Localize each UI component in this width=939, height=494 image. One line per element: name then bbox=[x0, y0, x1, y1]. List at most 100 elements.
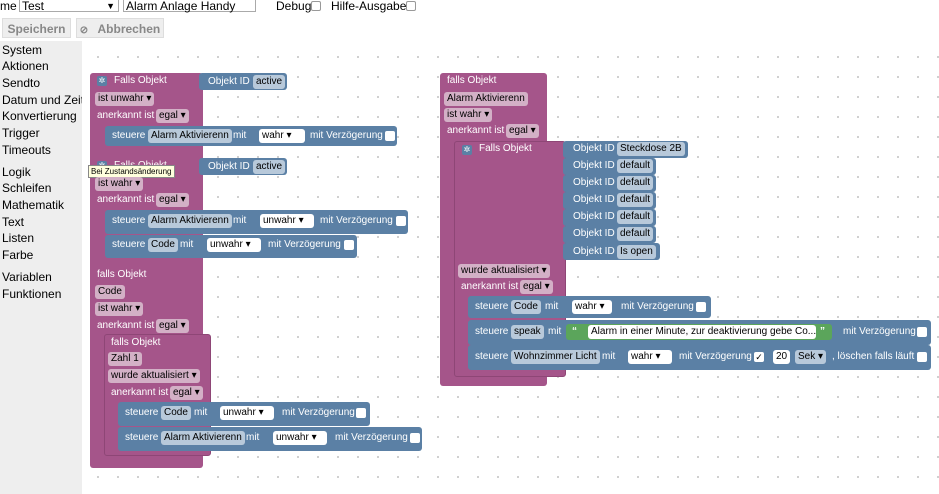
objekt-field[interactable]: Code bbox=[95, 285, 125, 299]
state-field[interactable]: Code bbox=[161, 406, 191, 420]
anerkannt-label: anerkannt ist bbox=[97, 110, 155, 121]
category-text[interactable]: Text bbox=[2, 215, 25, 229]
ack-value: egal bbox=[159, 194, 178, 205]
ack-dropdown[interactable]: egal ▾ bbox=[156, 319, 189, 333]
delay-checkbox[interactable] bbox=[917, 327, 927, 337]
delay-checkbox[interactable] bbox=[696, 302, 706, 312]
objekt-field[interactable]: Alarm Aktivierenn bbox=[444, 92, 528, 106]
state-field[interactable]: Wohnzimmer Licht bbox=[511, 350, 600, 364]
category-sendto[interactable]: Sendto bbox=[2, 76, 41, 90]
ack-dropdown[interactable]: egal ▾ bbox=[520, 280, 553, 294]
mit-label: mit bbox=[602, 351, 616, 362]
mit-label: mit bbox=[194, 407, 208, 418]
objekt-id-value[interactable]: Is open bbox=[617, 245, 656, 259]
save-button[interactable]: Speichern bbox=[2, 18, 71, 38]
steuere-label: steuere bbox=[475, 351, 509, 362]
chevron-down-icon: ▼ bbox=[106, 1, 115, 11]
value-dropdown[interactable]: wahr ▾ bbox=[572, 300, 612, 314]
ack-dropdown[interactable]: egal ▾ bbox=[170, 386, 203, 400]
script-group-select[interactable]: Test ▼ bbox=[19, 0, 119, 13]
mit-label: mit bbox=[246, 432, 260, 443]
help-output-checkbox[interactable] bbox=[406, 1, 416, 11]
gear-icon[interactable]: ✲ bbox=[97, 76, 107, 86]
clear-running-checkbox[interactable] bbox=[917, 352, 927, 362]
delay-checkbox[interactable] bbox=[410, 433, 420, 443]
value-dropdown[interactable]: unwahr ▾ bbox=[260, 214, 314, 228]
category-logik[interactable]: Logik bbox=[2, 165, 31, 179]
ack-value: egal bbox=[159, 110, 178, 121]
value-text: unwahr bbox=[263, 215, 296, 226]
delay-checkbox[interactable] bbox=[385, 131, 395, 141]
ack-dropdown[interactable]: egal ▾ bbox=[506, 124, 539, 138]
ack-dropdown[interactable]: egal ▾ bbox=[156, 109, 189, 123]
value-dropdown[interactable]: unwahr ▾ bbox=[220, 406, 274, 420]
objekt-id-value[interactable]: default bbox=[617, 159, 654, 173]
delay-value-field[interactable]: 20 bbox=[773, 350, 791, 364]
value-dropdown[interactable]: unwahr ▾ bbox=[273, 431, 327, 445]
value-dropdown[interactable]: unwahr ▾ bbox=[207, 238, 261, 252]
trigger-dropdown[interactable]: wurde aktualisiert ▾ bbox=[108, 369, 200, 383]
objekt-id-value[interactable]: default bbox=[617, 210, 654, 224]
category-funktionen[interactable]: Funktionen bbox=[2, 287, 62, 301]
objekt-id-label: Objekt ID bbox=[573, 143, 615, 154]
category-variablen[interactable]: Variablen bbox=[2, 270, 52, 284]
cancel-icon: ⊘ bbox=[79, 25, 89, 36]
objekt-id-label: Objekt ID bbox=[573, 177, 615, 188]
category-schleifen[interactable]: Schleifen bbox=[2, 181, 52, 195]
value-dropdown[interactable]: wahr ▾ bbox=[628, 350, 672, 364]
state-field[interactable]: Code bbox=[511, 300, 541, 314]
category-farbe[interactable]: Farbe bbox=[2, 248, 34, 262]
script-name-input[interactable]: Alarm Anlage Handy bbox=[123, 0, 256, 13]
ack-dropdown[interactable]: egal ▾ bbox=[156, 193, 189, 207]
category-aktionen[interactable]: Aktionen bbox=[2, 59, 49, 73]
trigger-value: wurde aktualisiert bbox=[111, 370, 189, 381]
delay-checkbox-checked[interactable]: ✓ bbox=[754, 352, 764, 362]
category-system[interactable]: System bbox=[2, 43, 43, 57]
objekt-id-value[interactable]: default bbox=[617, 193, 654, 207]
ack-value: egal bbox=[509, 125, 528, 136]
steuere-label: steuere bbox=[112, 130, 146, 141]
delay-checkbox[interactable] bbox=[356, 408, 366, 418]
cancel-button[interactable]: ⊘ Abbrechen bbox=[76, 18, 164, 38]
value-dropdown[interactable]: wahr ▾ bbox=[259, 129, 305, 143]
steuere-label: steuere bbox=[112, 215, 146, 226]
category-mathematik[interactable]: Mathematik bbox=[2, 198, 65, 212]
toolbar: Speichern ⊘ Abbrechen bbox=[0, 16, 939, 38]
category-listen[interactable]: Listen bbox=[2, 231, 35, 245]
state-field[interactable]: Code bbox=[148, 238, 178, 252]
condition-value: ist unwahr bbox=[98, 93, 144, 104]
steuere-label: steuere bbox=[125, 432, 159, 443]
condition-value: ist wahr bbox=[447, 109, 482, 120]
unit-dropdown[interactable]: Sek ▾ bbox=[795, 350, 827, 364]
state-field[interactable]: Alarm Aktivierenn bbox=[161, 431, 245, 445]
state-field[interactable]: speak bbox=[511, 325, 544, 339]
category-konvertierung[interactable]: Konvertierung bbox=[2, 109, 77, 123]
category-datum-und-zeit[interactable]: Datum und Zeit bbox=[2, 93, 85, 107]
objekt-id-value[interactable]: default bbox=[617, 227, 654, 241]
delay-checkbox[interactable] bbox=[396, 216, 406, 226]
category-timeouts[interactable]: Timeouts bbox=[2, 143, 51, 157]
objekt-id-value[interactable]: default bbox=[617, 176, 654, 190]
condition-dropdown[interactable]: ist unwahr ▾ bbox=[95, 92, 155, 106]
trigger-dropdown[interactable]: wurde aktualisiert ▾ bbox=[458, 264, 550, 278]
delay-label: mit Verzögerung bbox=[310, 130, 383, 141]
category-trigger[interactable]: Trigger bbox=[2, 126, 40, 140]
gear-icon[interactable]: ✲ bbox=[462, 145, 472, 155]
objekt-field[interactable]: Zahl 1 bbox=[108, 352, 142, 366]
objekt-id-label: Objekt ID bbox=[573, 246, 615, 257]
condition-value: ist wahr bbox=[98, 178, 133, 189]
objekt-id-value[interactable]: active bbox=[253, 160, 286, 174]
falls-objekt-label: falls Objekt bbox=[447, 75, 497, 86]
state-field[interactable]: Alarm Aktivierenn bbox=[148, 214, 232, 228]
objekt-id-value[interactable]: active bbox=[253, 75, 286, 89]
objekt-id-value[interactable]: Steckdose 2B bbox=[617, 142, 685, 156]
debug-checkbox[interactable] bbox=[311, 1, 321, 11]
condition-dropdown[interactable]: ist wahr ▾ bbox=[444, 108, 493, 122]
state-field[interactable]: Alarm Aktivierenn bbox=[148, 129, 232, 143]
condition-dropdown[interactable]: ist wahr ▾ bbox=[95, 177, 144, 191]
condition-dropdown[interactable]: ist wahr ▾ bbox=[95, 302, 144, 316]
delay-checkbox[interactable] bbox=[344, 240, 354, 250]
value-text: wahr bbox=[262, 130, 284, 141]
anerkannt-label: anerkannt ist bbox=[111, 387, 169, 398]
speak-text-field[interactable]: Alarm in einer Minute, zur deaktivierung… bbox=[588, 325, 816, 339]
